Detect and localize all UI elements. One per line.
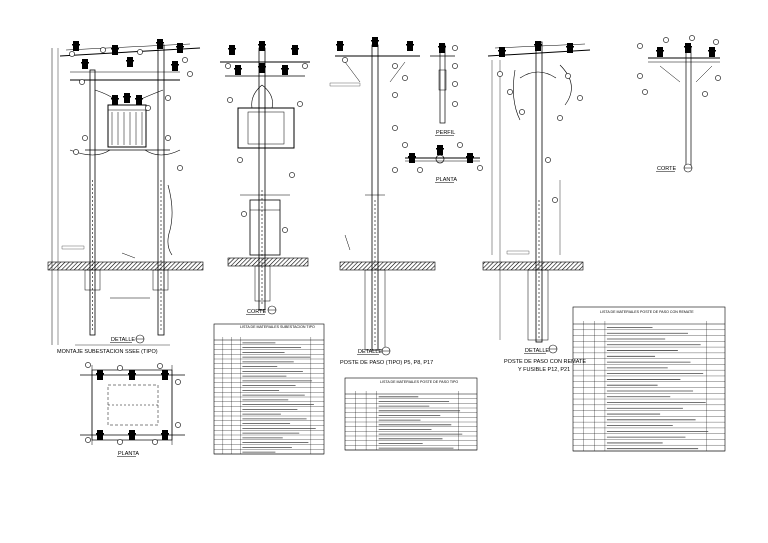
caption-poste-paso-1: DETALLE	[358, 349, 382, 355]
table-poste-remate-title: LISTA DE MATERIALES POSTE DE PASO CON RE…	[600, 310, 694, 314]
table-poste-paso: LISTA DE MATERIALES POSTE DE PASO TIPO	[344, 377, 478, 451]
caption-poste-remate-1: DETALLE	[525, 348, 549, 354]
table-subestacion: LISTA DE MATERIALES SUBESTACION TIPO	[213, 323, 325, 455]
caption-corte-transformador: CORTE	[247, 309, 266, 315]
view-poste-remate: DETALLE POSTE DE PASO CON REMATE Y FUSIB…	[482, 41, 591, 373]
caption-poste-remate-3: Y FUSIBLE P12, P21	[518, 367, 570, 373]
caption-planta-subestacion: PLANTA	[118, 451, 139, 457]
table-poste-remate: LISTA DE MATERIALES POSTE DE PASO CON RE…	[572, 306, 726, 452]
view-corte-transformador: CORTE	[220, 41, 310, 315]
caption-corte-cruceta: CORTE	[657, 166, 676, 172]
view-planta-cruceta: PLANTA	[402, 142, 483, 183]
caption-planta-cruceta: PLANTA	[436, 177, 457, 183]
caption-perfil: PERFIL	[436, 130, 455, 136]
caption-poste-paso-2: POSTE DE PASO (TIPO) P5, P8, P17	[340, 360, 433, 366]
view-corte-cruceta: CORTE	[637, 35, 721, 173]
caption-poste-remate-2: POSTE DE PASO CON REMATE	[504, 359, 586, 365]
view-planta-subestacion: PLANTA	[80, 362, 185, 457]
caption-subestacion-2: MONTAJE SUBESTACION SSEE (TIPO)	[57, 349, 158, 355]
view-poste-paso: DETALLE POSTE DE PASO (TIPO) P5, P8, P17	[329, 37, 436, 366]
table-subestacion-title: LISTA DE MATERIALES SUBESTACION TIPO	[240, 325, 315, 329]
table-poste-paso-title: LISTA DE MATERIALES POSTE DE PASO TIPO	[380, 380, 458, 384]
view-perfil: PERFIL	[430, 43, 458, 136]
caption-subestacion-1: DETALLE	[111, 337, 135, 343]
view-subestacion: DETALLE MONTAJE SUBESTACION SSEE (TIPO)	[47, 39, 204, 355]
